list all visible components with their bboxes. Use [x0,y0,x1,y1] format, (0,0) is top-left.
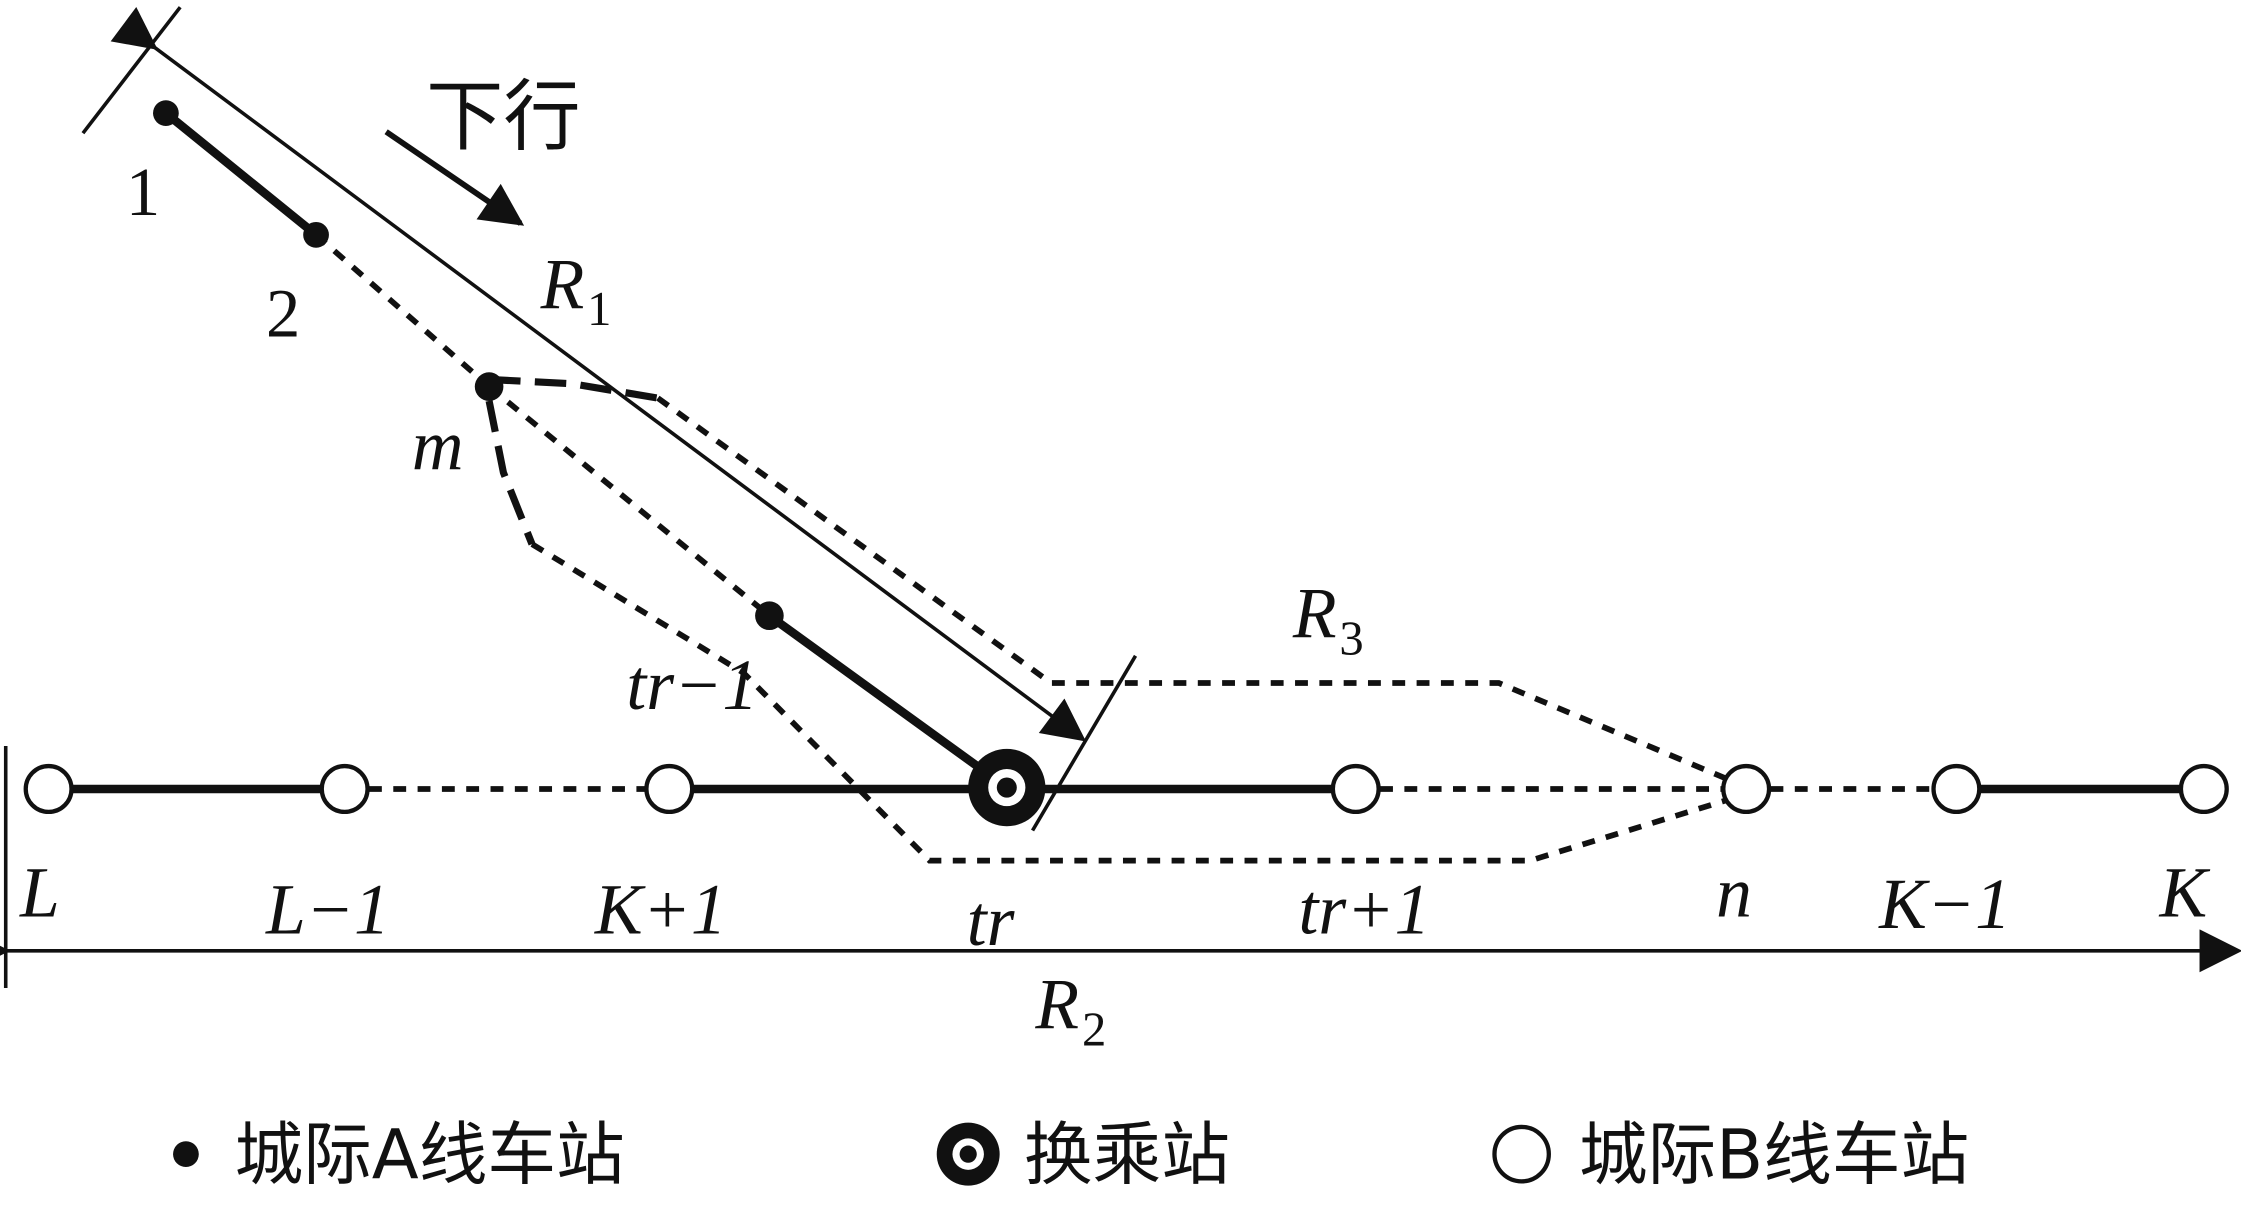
station-a-trminus1-label: tr−1 [626,646,758,725]
station-a-2-marker [303,221,329,248]
line-a-station-labels: 1 2 m tr−1 [126,154,758,725]
station-a-1-label: 1 [126,154,160,230]
station-a-trminus1-marker [755,601,784,631]
station-b-K-label: K [2158,853,2210,932]
station-b-Lminus1-label: L−1 [265,871,390,950]
r1-tick-end [1031,654,1138,832]
r2-dimension: R2 [0,746,2241,1056]
station-a-m-label: m [412,407,464,486]
station-a-2-label: 2 [266,275,300,351]
line-a-segment-1-2 [161,108,321,240]
line-b-station-labels: L L−1 K+1 tr tr+1 n K−1 K [19,853,2210,961]
station-b-Kminus1-label: K−1 [1878,865,2011,944]
route-path-upper-to-tr [488,375,659,402]
line-a-segment-trminus1-tr [765,611,1012,792]
legend-item-line-a: 城际A线车站 [173,1115,625,1195]
station-b-n-marker [1721,763,1772,815]
line-a [161,108,1012,792]
legend-label-transfer: 换乘站 [1024,1115,1230,1195]
r1-dimension: R1 [81,6,1138,832]
route-path-lower [530,541,1732,864]
station-b-trplus1-marker [1330,763,1381,815]
line-b-station-markers [23,763,2229,815]
transfer-station-marker [968,748,1046,827]
route-r2-label: R2 [1034,965,1106,1056]
station-b-tr-label: tr [967,882,1016,961]
direction-arrow [384,129,525,226]
hollow-circle-icon [1492,1124,1551,1184]
legend-item-line-b: 城际B线车站 [1492,1115,1969,1195]
station-b-trplus1-label: tr+1 [1299,871,1431,950]
legend-item-transfer: 换乘站 [936,1115,1230,1195]
line-a-station-markers [153,100,784,631]
r1-arrow [110,6,1087,742]
station-a-1-marker [153,100,179,127]
small-black-dot-icon [173,1141,199,1168]
route-path-left-bulge [485,400,536,546]
route-path-upper [656,395,1732,784]
station-a-m-marker [474,372,504,401]
station-b-Lminus1-marker [319,763,370,815]
line-a-dashed-2-m [314,232,491,389]
station-b-Kplus1-label: K+1 [594,871,727,950]
direction-indicator: 下行 [384,72,581,226]
legend-label-line-a: 城际A线车站 [235,1115,625,1195]
station-b-Kplus1-marker [644,763,695,815]
station-b-n-label: n [1716,853,1752,932]
station-b-Kminus1-marker [1931,763,1982,815]
legend-label-line-b: 城际B线车站 [1579,1115,1969,1195]
line-a-dashed-m-trminus1 [487,384,772,618]
station-b-L-label: L [19,853,60,932]
station-b-K-marker [2178,763,2229,815]
direction-label: 下行 [426,72,580,162]
legend: 城际A线车站 换乘站 城际B线车站 [173,1115,1969,1195]
station-b-L-marker [23,763,74,815]
route-r1-label: R1 [540,245,612,336]
route-r3-label: R3 [1292,574,1364,665]
transfer-station-icon [936,1122,1000,1186]
